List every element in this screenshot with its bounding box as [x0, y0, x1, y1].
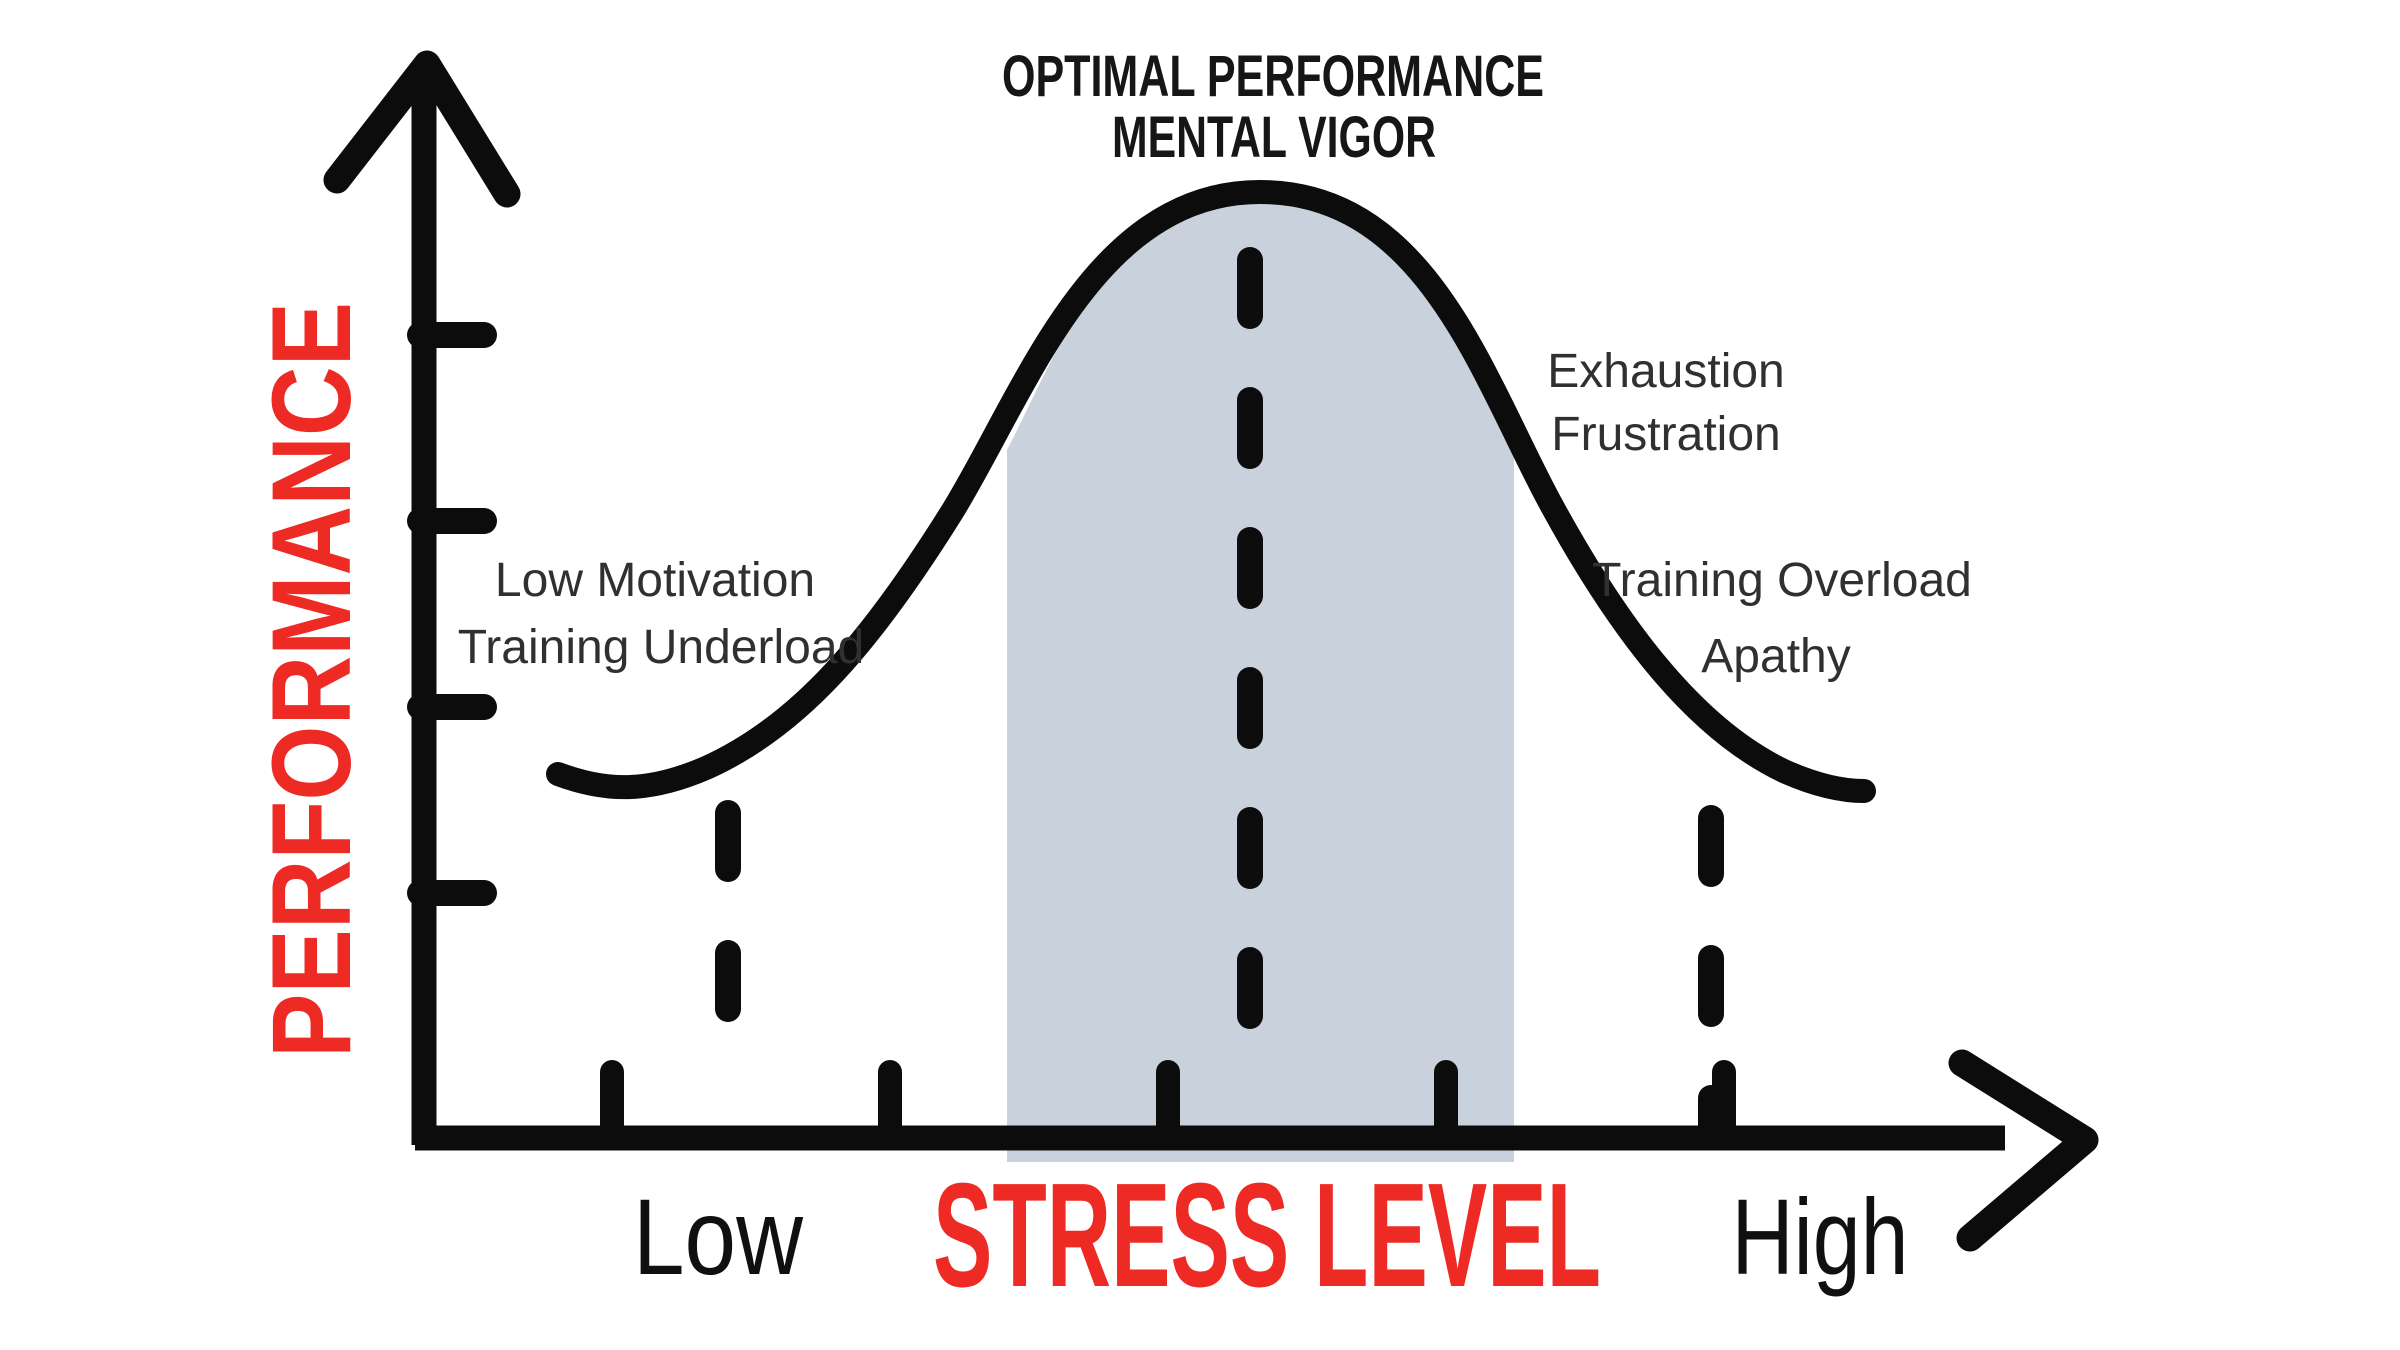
annotation-high-stress-lower-line-1: Training Overload — [1592, 554, 1972, 607]
x-axis-low-label: Low — [633, 1176, 804, 1297]
x-axis-label: STRESS LEVEL — [933, 1153, 1601, 1318]
annotation-high-stress-lower-line-2: Apathy — [1701, 630, 1850, 683]
axes — [323, 50, 2099, 1252]
annotation-low-stress-line-1: Low Motivation — [495, 554, 815, 607]
chart-title-line-2: MENTAL VIGOR — [1112, 105, 1436, 170]
annotation-low-stress-line-2: Training Underload — [458, 621, 864, 674]
x-axis-ticks — [600, 1060, 1736, 1140]
y-axis-arrowhead-icon — [323, 50, 521, 208]
annotation-high-stress-upper-line-2: Frustration — [1551, 408, 1780, 461]
annotation-high-stress-lower: Training Overload Apathy — [1592, 554, 1972, 683]
x-axis-arrowhead-icon — [1948, 1049, 2099, 1252]
annotation-low-stress: Low Motivation Training Underload — [458, 554, 864, 674]
bell-curve — [546, 180, 1876, 803]
x-axis-high-label: High — [1732, 1176, 1909, 1297]
annotation-high-stress-upper-line-1: Exhaustion — [1547, 345, 1785, 398]
annotation-high-stress-upper: Exhaustion Frustration — [1547, 345, 1785, 461]
chart-title-line-1: OPTIMAL PERFORMANCE — [1002, 44, 1544, 109]
y-axis-ticks — [407, 322, 497, 906]
y-axis-label: PERFORMANCE — [249, 302, 374, 1058]
dashed-guides — [715, 247, 1724, 1143]
